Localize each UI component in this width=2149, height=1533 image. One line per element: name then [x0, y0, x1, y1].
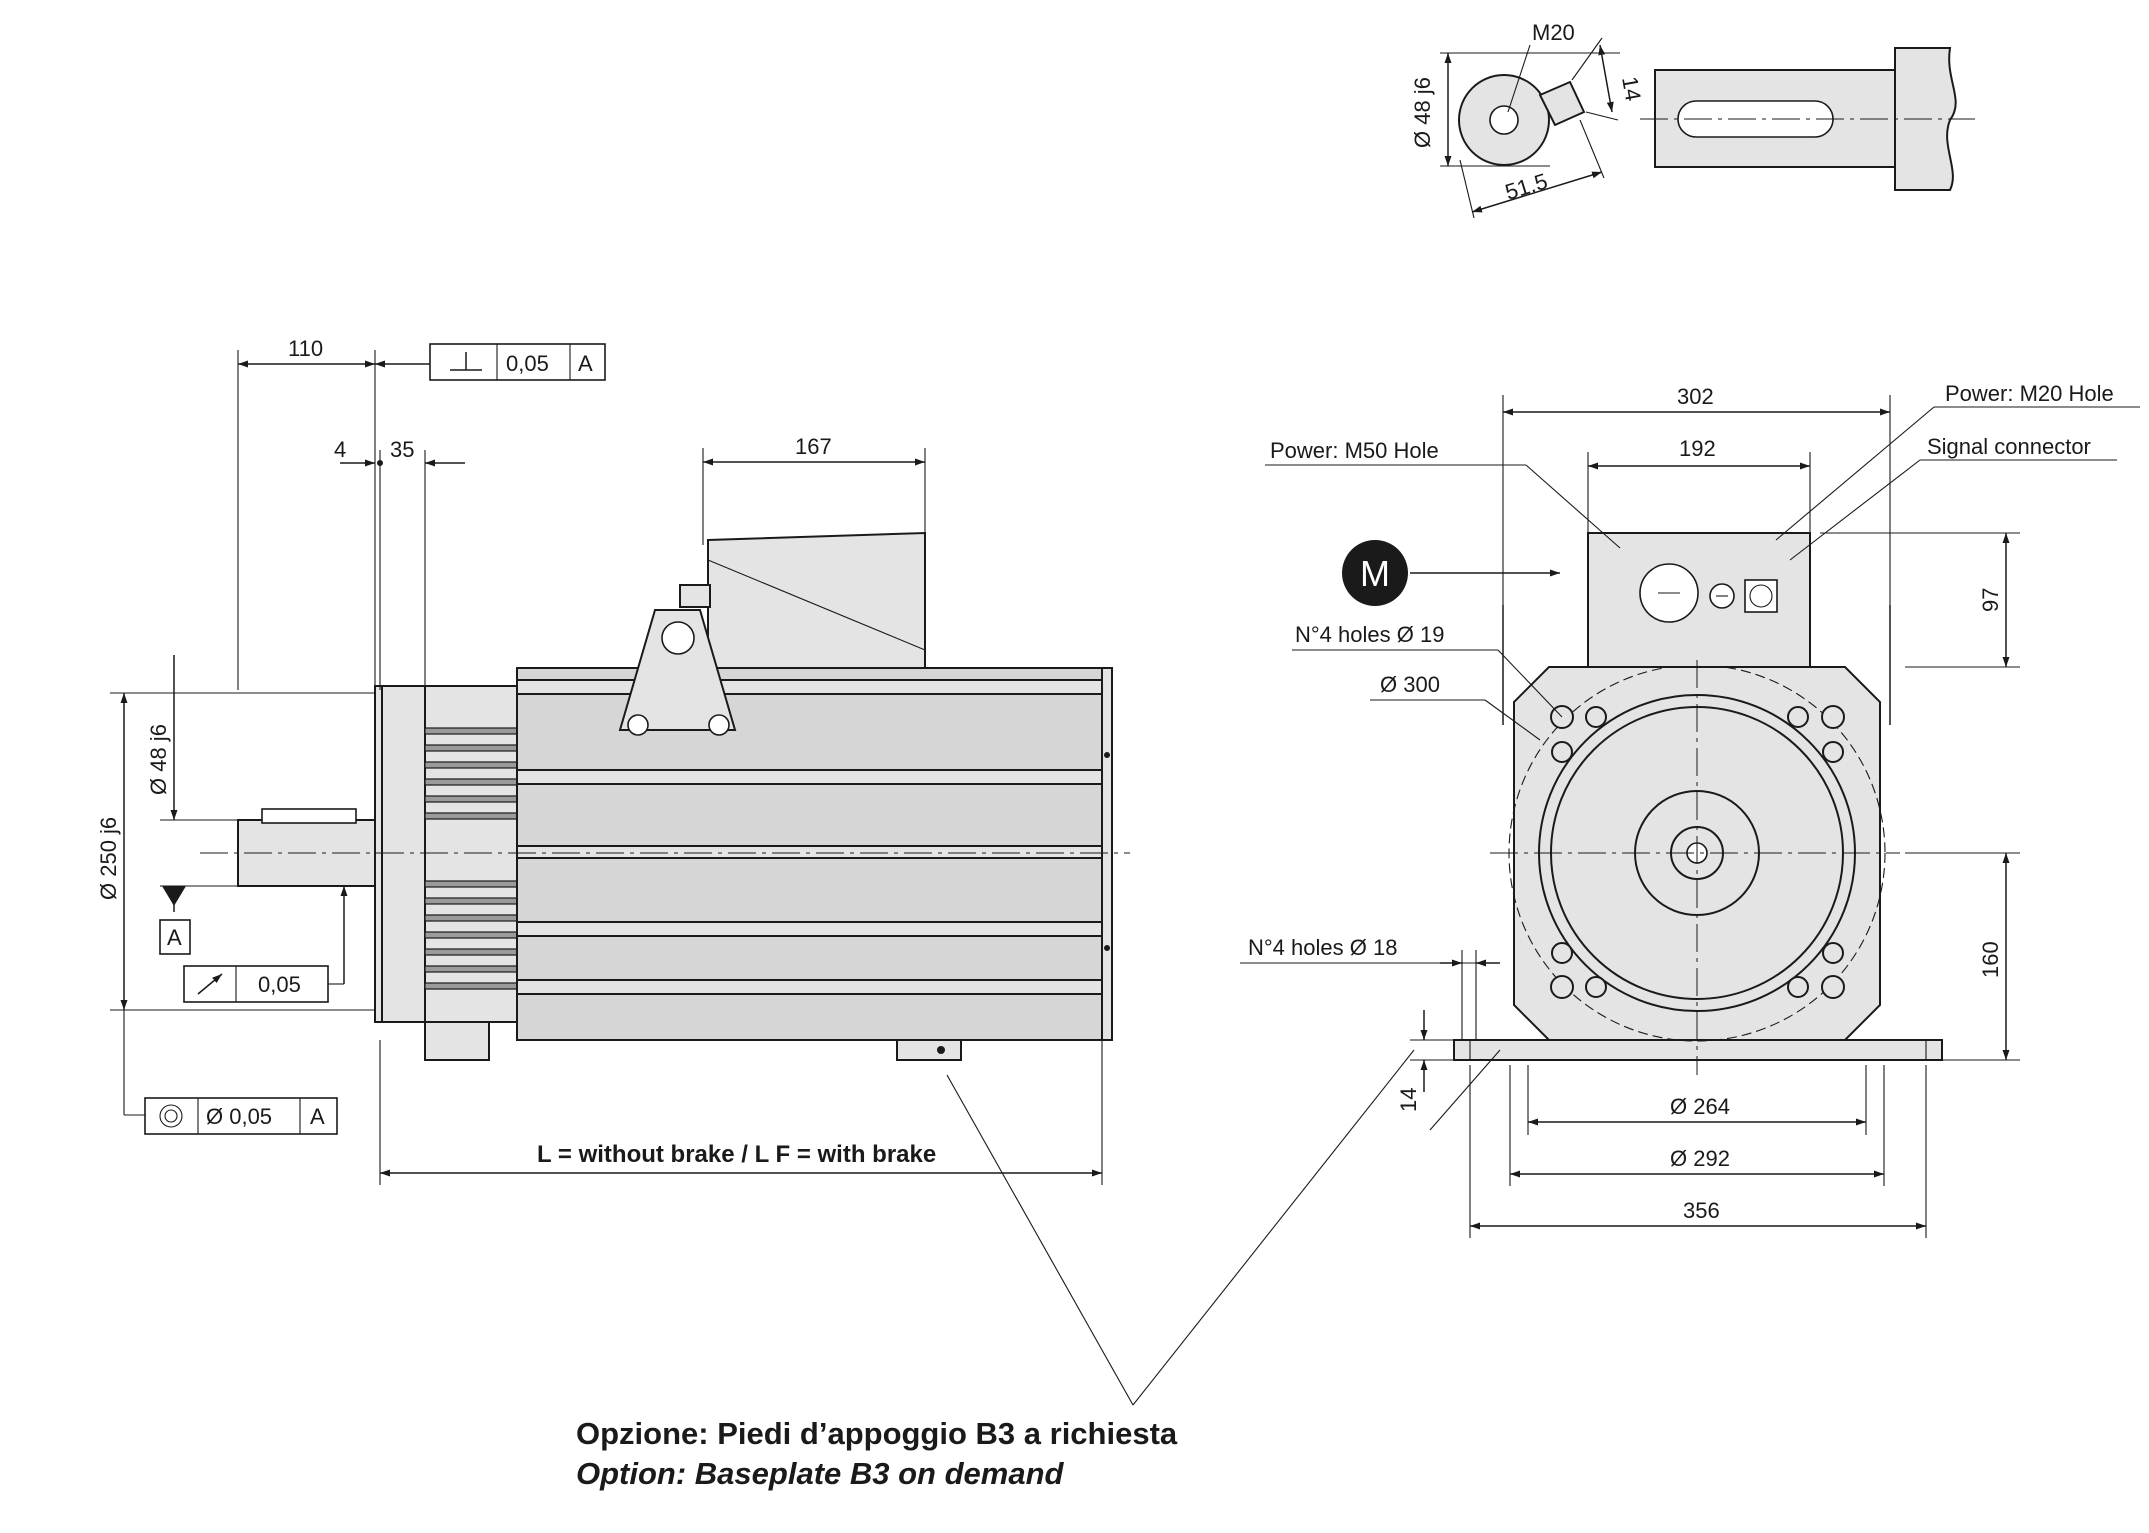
- thread-label: M20: [1532, 20, 1575, 45]
- shaft-diameter-label: Ø 48 j6: [1410, 77, 1435, 148]
- rear-foot: [896, 1039, 962, 1061]
- rear-cap: [1101, 667, 1113, 1041]
- terminal-box: [707, 531, 926, 669]
- foot-thickness-label: 14: [1396, 1088, 1421, 1112]
- caption-english: Option: Baseplate B3 on demand: [576, 1456, 1065, 1491]
- runout-frame: [183, 965, 329, 1003]
- base-width-label: 356: [1683, 1198, 1720, 1223]
- box-height-label: 97: [1978, 588, 2003, 612]
- shaft-diameter-side-label: Ø 48 j6: [146, 724, 171, 795]
- flange-face: [381, 685, 426, 1023]
- key-profile: [1538, 80, 1586, 127]
- cable-gland: [679, 584, 711, 608]
- runout-value: 0,05: [258, 972, 301, 997]
- front-dimensions: 302 192 Power: M50 Hole Power: M20 Hole …: [1240, 381, 2140, 1238]
- hole-circle-label: Ø 300: [1380, 672, 1440, 697]
- datum-box: [159, 919, 191, 955]
- shaft-height-label: 160: [1978, 941, 2003, 978]
- flange-gap-label: 4: [334, 437, 346, 462]
- perpendicularity-datum: A: [578, 351, 593, 376]
- diam-292-label: Ø 292: [1670, 1146, 1730, 1171]
- key-distance-label: 51.5: [1502, 168, 1550, 204]
- shaft-length-label: 110: [288, 336, 323, 361]
- concentricity-value: Ø 0,05: [206, 1104, 272, 1129]
- shaft-detail: Ø 48 j6 M20 14 51.5: [1410, 20, 1975, 219]
- perpendicularity-value: 0,05: [506, 351, 549, 376]
- concentricity-datum: A: [310, 1104, 325, 1129]
- side-view: [200, 531, 1130, 1061]
- lifting-eye: [661, 621, 695, 655]
- side-dimensions: 110 0,05 A 4 35 167 Ø 250 j6 Ø 48 j6 A: [96, 336, 1415, 1406]
- length-note: L = without brake / L F = with brake: [537, 1141, 936, 1168]
- threaded-hole: [1489, 105, 1519, 135]
- pilot-diameter-label: Ø 250 j6: [96, 817, 121, 900]
- key: [261, 808, 357, 824]
- key-depth-label: 14: [1617, 75, 1646, 103]
- flange-width-label: 35: [390, 437, 414, 462]
- signal-connector-label: Signal connector: [1927, 434, 2091, 459]
- m-marker: [1342, 540, 1408, 606]
- overall-width-label: 302: [1677, 384, 1714, 409]
- baseplate: [1453, 1039, 1943, 1061]
- power-m50-label: Power: M50 Hole: [1270, 438, 1439, 463]
- front-view: M: [1342, 532, 1943, 1075]
- lifting-bracket: [618, 609, 737, 731]
- power-m20-label: Power: M20 Hole: [1945, 381, 2114, 406]
- datum-label: A: [167, 925, 182, 950]
- m-marker-label: M: [1360, 553, 1390, 594]
- caption-italian: Opzione: Piedi d’appoggio B3 a richiesta: [576, 1416, 1178, 1451]
- diam-264-label: Ø 264: [1670, 1094, 1730, 1119]
- perpendicularity-frame: [429, 343, 606, 381]
- holes-18-label: N°4 holes Ø 18: [1248, 935, 1397, 960]
- front-foot: [424, 1021, 490, 1061]
- box-width-label: 192: [1679, 436, 1716, 461]
- box-length-label: 167: [795, 434, 832, 459]
- holes-19-label: N°4 holes Ø 19: [1295, 622, 1444, 647]
- mounting-holes: [1550, 705, 1845, 999]
